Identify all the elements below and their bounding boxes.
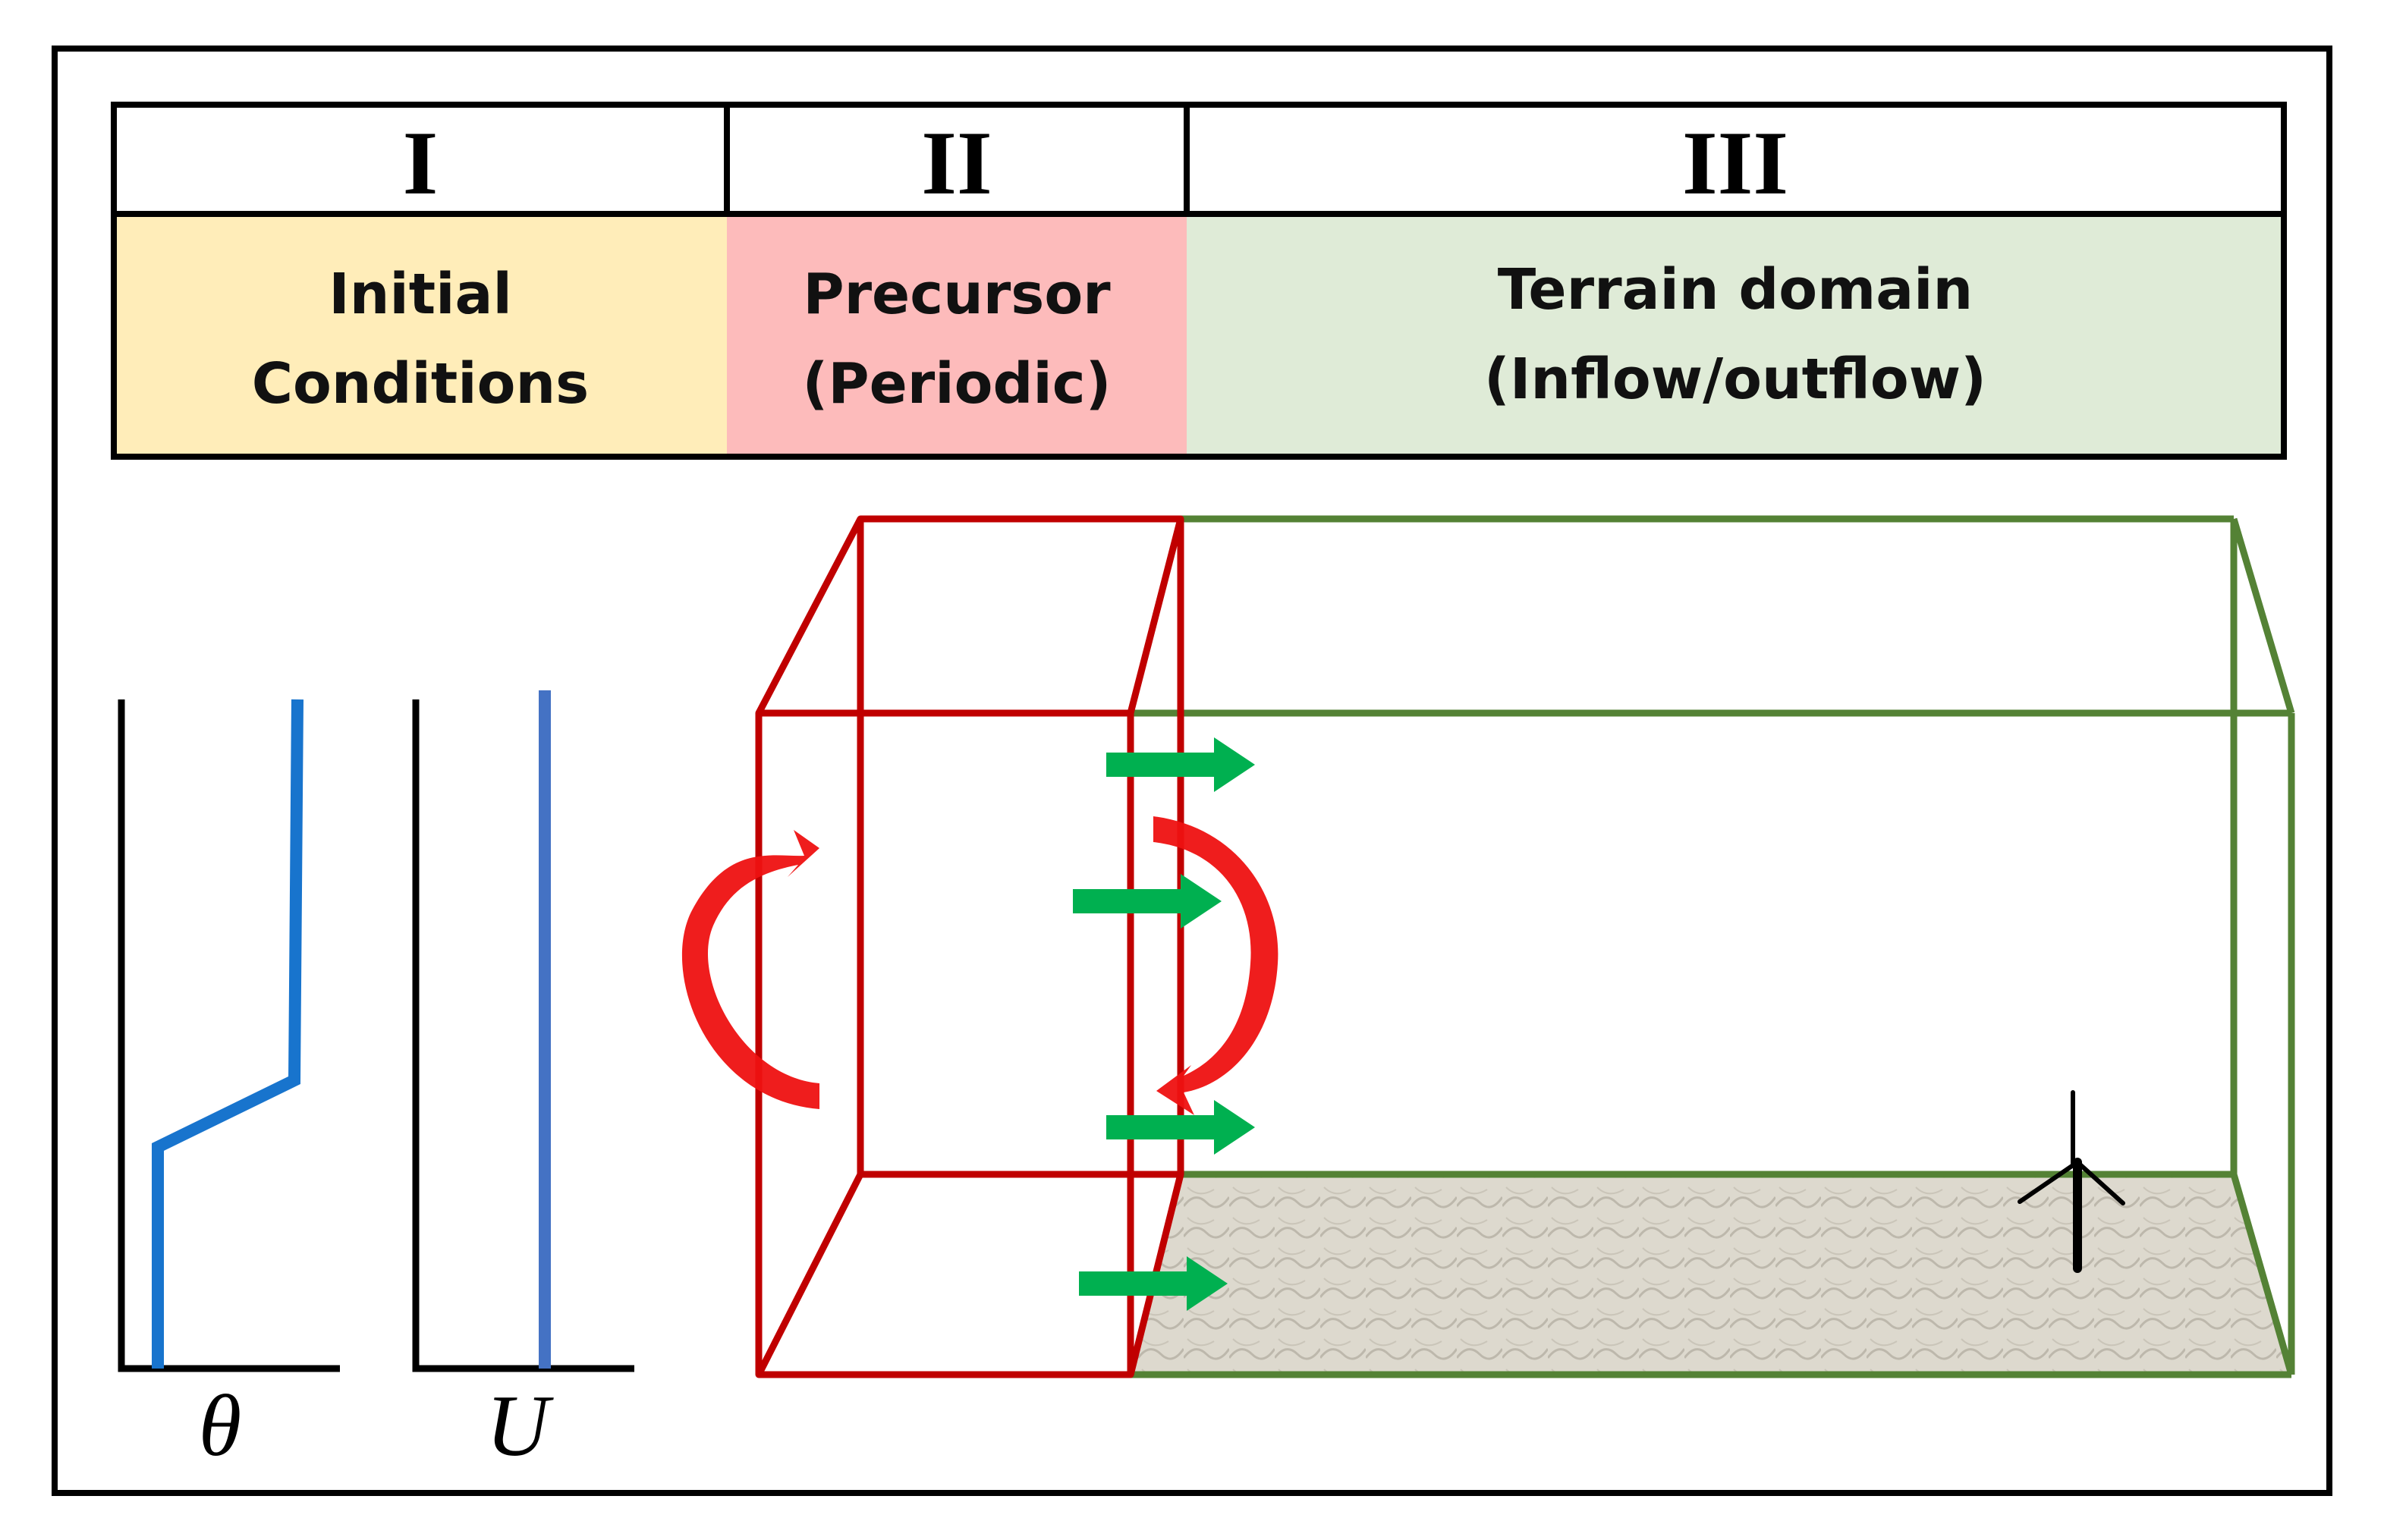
inflow-arrow-2	[1073, 874, 1222, 929]
inflow-arrows	[1073, 737, 1255, 1311]
stage-1-label-line-2: Conditions	[252, 351, 589, 416]
terrain-surface	[1131, 1174, 2291, 1375]
inflow-arrow-1	[1106, 737, 1255, 792]
outer-frame	[52, 46, 2332, 1496]
stage-1-label-line-1: Initial	[329, 262, 512, 327]
terrain-domain-box	[1131, 515, 2295, 1378]
stage-2-label-line-2: (Periodic)	[803, 351, 1112, 416]
stage-1-cell	[114, 214, 727, 457]
u-axes	[412, 699, 634, 1372]
stage-3-label-line-1: Terrain domain	[1498, 257, 1973, 322]
stage-3-cell	[1187, 214, 2284, 457]
stage-3-label-line-2: (Inflow/outflow)	[1484, 347, 1986, 412]
u-profile: U	[412, 690, 634, 1474]
theta-profile: θ	[118, 699, 340, 1474]
inflow-arrow-3	[1106, 1100, 1255, 1155]
stage-1-numeral: I	[403, 112, 439, 213]
periodic-arrow-right	[1153, 816, 1278, 1115]
stage-3-numeral: III	[1682, 112, 1788, 213]
theta-axes	[118, 699, 340, 1372]
stage-2-label-line-1: Precursor	[803, 262, 1111, 327]
table-border	[111, 102, 2287, 460]
wind-turbine-icon	[2018, 1090, 2125, 1273]
stage-2-numeral: II	[921, 112, 992, 213]
stage-2-cell	[727, 214, 1187, 457]
periodic-arrow-left	[681, 830, 819, 1109]
inflow-arrow-4	[1079, 1256, 1228, 1311]
u-axis-label: U	[486, 1378, 554, 1474]
theta-profile-line	[152, 699, 304, 1369]
theta-axis-label: θ	[199, 1378, 242, 1474]
stage-table: I II III Initial Conditions Precursor (P…	[111, 102, 2287, 460]
precursor-box	[755, 515, 1184, 1378]
